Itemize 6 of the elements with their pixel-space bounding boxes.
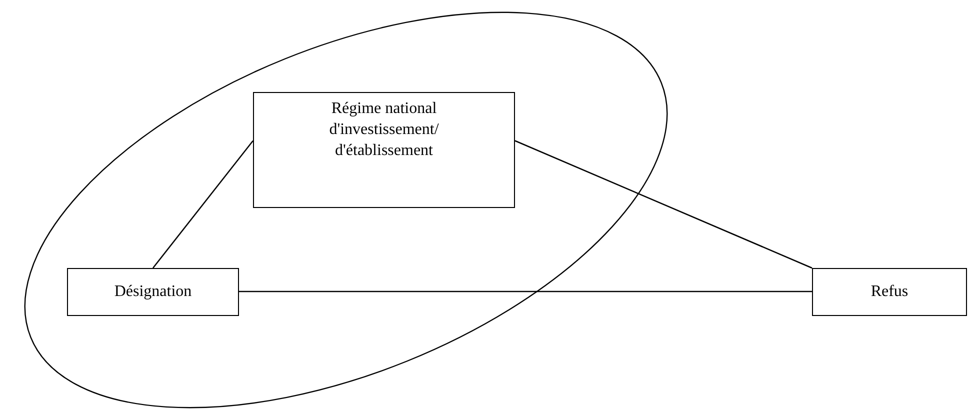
text-box: Refus [812,268,967,316]
connector-line [152,140,254,268]
text-box: Désignation [67,268,239,316]
text-box: Régime national d'investissement/ d'établissement [253,92,515,208]
connector-line [239,290,812,292]
connector-line [514,140,812,269]
